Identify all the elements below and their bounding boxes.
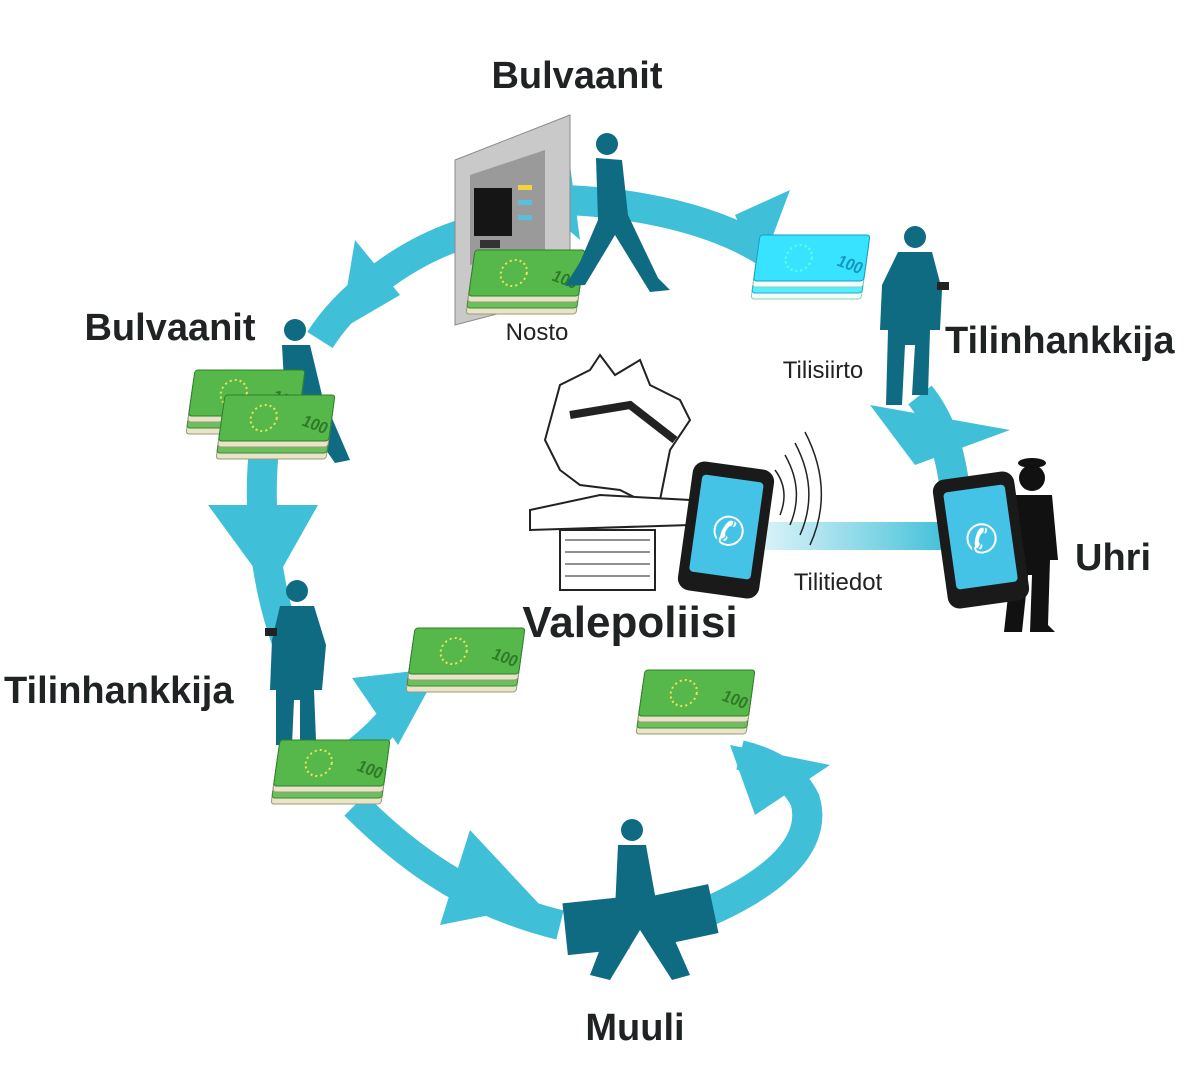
arrow-atm-to-bulvaanit-head xyxy=(340,240,400,330)
banknote-stack-right-icon xyxy=(635,669,756,735)
signal-waves-icon xyxy=(774,431,823,546)
label-muuli: Muuli xyxy=(585,1007,684,1049)
arrow-muuli-up-head xyxy=(730,745,830,815)
lion-statue-icon xyxy=(529,353,692,591)
arrow-to-atm-mid-head xyxy=(735,190,790,270)
label-nosto: Nosto xyxy=(506,319,569,346)
label-bulvaanit-top: Bulvaanit xyxy=(491,55,662,97)
banknote-stack-left-icon xyxy=(270,739,391,805)
label-tilitiedot: Tilitiedot xyxy=(794,569,883,596)
label-tilinhankkija-left: Tilinhankkija xyxy=(4,670,234,712)
person-muuli-icon xyxy=(562,819,719,980)
arrow-victim-up-head xyxy=(870,405,1010,465)
person-tilinhankkija-left-icon xyxy=(265,580,326,745)
atm-banknote-icon xyxy=(465,249,586,315)
briefcase-left-icon xyxy=(562,896,630,956)
phone-victim-icon: ✆ xyxy=(932,471,1030,609)
phone-valepoliisi-icon: ✆ xyxy=(677,461,775,599)
person-tilinhankkija-right-icon xyxy=(880,226,949,405)
walking-person-top-icon xyxy=(565,133,670,292)
banknote-stack-center-icon xyxy=(405,627,526,693)
banknote-left-2-icon xyxy=(215,394,336,460)
svg-text:✆: ✆ xyxy=(962,516,1001,564)
label-valepoliisi: Valepoliisi xyxy=(522,598,737,647)
arrow-to-muuli xyxy=(344,794,564,940)
label-bulvaanit-left: Bulvaanit xyxy=(84,307,255,349)
blue-banknote-icon xyxy=(750,234,871,300)
tilitiedot-beam xyxy=(760,522,950,550)
arrow-to-muuli-head xyxy=(440,830,540,925)
arrow-left-down-head xyxy=(208,505,318,590)
svg-text:✆: ✆ xyxy=(709,508,748,556)
briefcase-right-icon xyxy=(647,884,719,946)
label-uhri: Uhri xyxy=(1075,537,1151,579)
label-tilinhankkija-right: Tilinhankkija xyxy=(945,320,1175,362)
label-tilisiirto: Tilisiirto xyxy=(783,357,863,384)
